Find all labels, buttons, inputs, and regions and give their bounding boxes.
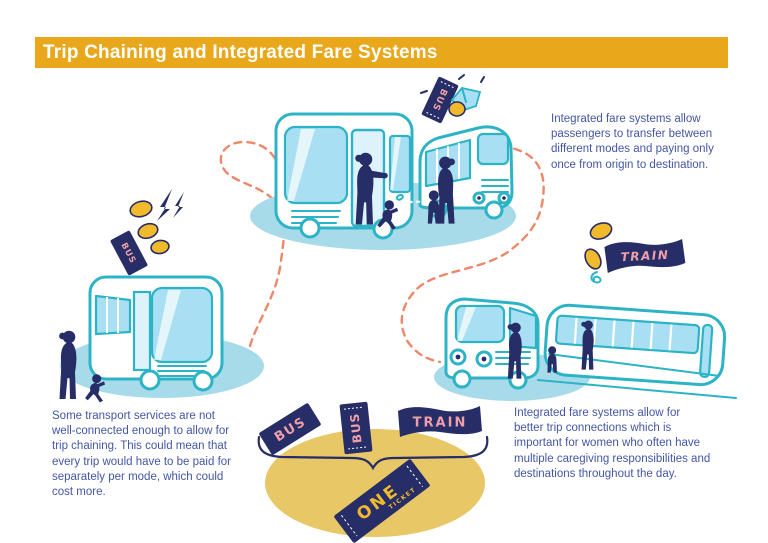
- rail-line: [537, 379, 737, 399]
- bus-small-center: [418, 125, 514, 220]
- title-banner: Trip Chaining and Integrated Fare System…: [35, 37, 728, 68]
- train-fare-group: TRAIN: [584, 222, 686, 284]
- coin-icon: [129, 200, 153, 218]
- child-path-dashes: [401, 200, 431, 207]
- caption-unconnected-services: Some transport services are not well-con…: [52, 410, 231, 498]
- ground-ellipse-gold: [265, 429, 485, 537]
- bottom-train-banner: TRAIN: [398, 406, 482, 437]
- page-title: Trip Chaining and Integrated Fare System…: [43, 42, 438, 63]
- curly-brace: [257, 435, 489, 471]
- sparkle-dashes: [420, 74, 485, 94]
- swirl-scribble: [590, 271, 602, 284]
- bus-ticket-icon: BUS: [421, 76, 459, 124]
- route-dashed-right-loop: [400, 143, 545, 364]
- caption-trip-connections: Integrated fare systems allow for better…: [514, 407, 711, 480]
- coin-icon: [137, 222, 159, 240]
- lightning-icon: [157, 189, 172, 221]
- bottom-bus-ticket-2: BUS: [339, 401, 373, 455]
- coin-icon: [584, 248, 602, 270]
- train-ticket-label: TRAIN: [413, 416, 468, 431]
- lightning-icon-2: [173, 192, 184, 218]
- bus-ticket-icon: BUS: [110, 230, 148, 276]
- person-woman-left: [59, 330, 77, 399]
- bus-ticket-label: BUS: [347, 412, 364, 444]
- bus-right-small: [444, 297, 540, 390]
- cost-icons-group: BUS: [110, 189, 184, 276]
- scene-right-bus-train: TRAIN: [434, 222, 737, 401]
- bus-left: [88, 275, 224, 392]
- coin-icon: [150, 239, 170, 255]
- scene-center-transfer: BUS: [250, 74, 516, 250]
- scene-left-single-bus: BUS: [59, 189, 264, 403]
- bus-large-center: [274, 112, 414, 240]
- train-ticket-label: TRAIN: [620, 248, 669, 265]
- bus-door: [132, 290, 152, 372]
- scene-bottom-one-ticket: BUS BUS TRAIN ONE TICKET: [257, 401, 489, 543]
- toy-scribble: [395, 193, 404, 201]
- coin-icon: [448, 101, 466, 117]
- coin-icon: [589, 222, 613, 240]
- train-ticket-flag: TRAIN: [604, 239, 686, 273]
- fare-payment-group: BUS: [420, 74, 485, 124]
- caption-integrated-fares: Integrated fare systems allow passengers…: [551, 113, 714, 171]
- train: [543, 303, 727, 387]
